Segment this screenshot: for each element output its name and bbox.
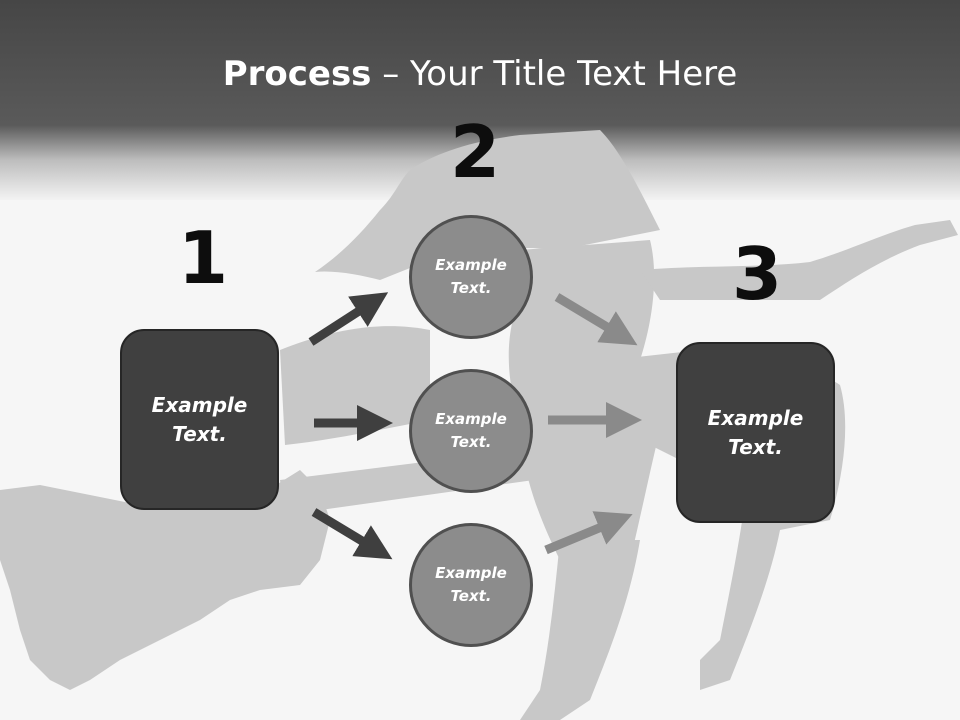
step-2-number: 2 <box>450 110 501 194</box>
step-2-circle-middle[interactable]: Example Text. <box>409 369 533 493</box>
step-3-box[interactable]: Example Text. <box>676 342 835 523</box>
arrow-right-up-icon <box>308 292 389 346</box>
step-1-box[interactable]: Example Text. <box>120 329 279 510</box>
step-1-text: Example Text. <box>151 392 248 446</box>
title-rest: – Your Title Text Here <box>371 54 738 94</box>
step-2-circle-top[interactable]: Example Text. <box>409 215 533 339</box>
arrow-right-down-icon <box>311 508 393 560</box>
circle-top-text: Example Text. <box>435 256 507 297</box>
slide-title: Process – Your Title Text Here <box>0 54 960 94</box>
silhouette-hat <box>315 130 660 280</box>
silhouette-front-leg <box>520 540 640 720</box>
circle-bottom-text: Example Text. <box>435 564 507 605</box>
step-3-number: 3 <box>732 232 783 316</box>
step-2-circle-bottom[interactable]: Example Text. <box>409 523 533 647</box>
step-3-text: Example Text. <box>707 405 804 459</box>
arrow-right-up-light-icon <box>544 511 633 555</box>
silhouette-broom-bristles <box>0 470 330 690</box>
circle-middle-text: Example Text. <box>435 410 507 451</box>
arrow-right-down-light-icon <box>554 293 638 346</box>
silhouette-arm <box>640 220 958 300</box>
title-bold: Process <box>222 54 372 94</box>
step-1-number: 1 <box>178 216 229 300</box>
